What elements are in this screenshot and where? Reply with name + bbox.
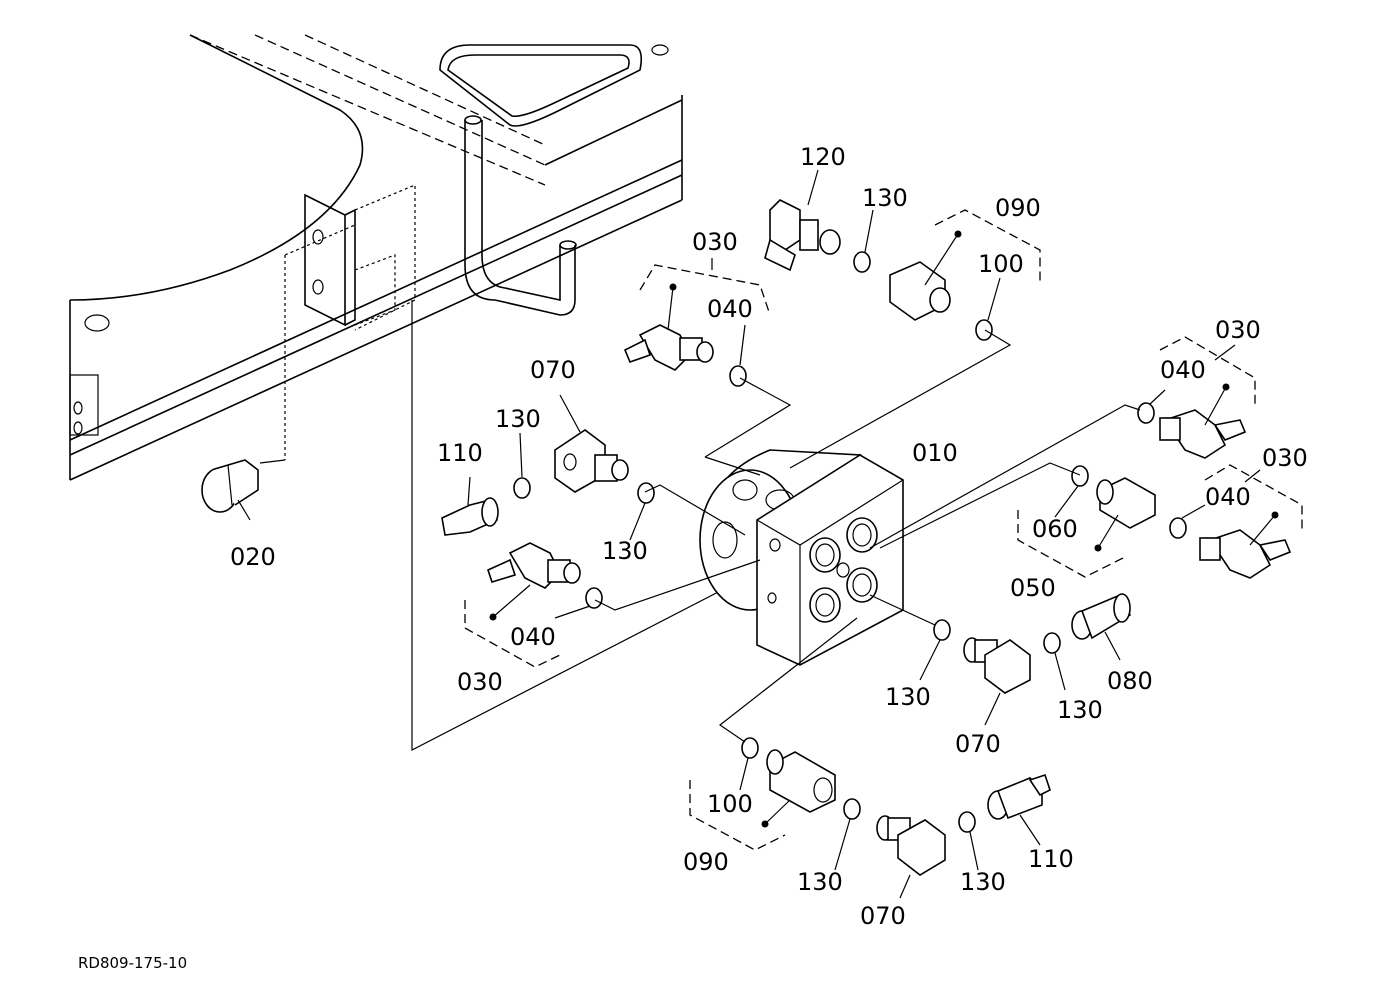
- part-labels: 120 130 090 100 030 040 070 130 110 130 …: [230, 143, 1308, 930]
- label-030-r1: 030: [1215, 316, 1261, 344]
- label-070-r: 070: [955, 730, 1001, 758]
- fitting-110-bot: [987, 773, 1051, 846]
- oring-130-bot2: [958, 811, 976, 833]
- oring-130-top: [853, 251, 871, 273]
- block-070-right: [963, 637, 1031, 726]
- elbow-030-r2: [1199, 464, 1303, 579]
- label-030-r2: 030: [1262, 444, 1308, 472]
- oring-040-top: [729, 365, 747, 387]
- label-130-left: 130: [495, 405, 541, 433]
- oring-130-r: [933, 619, 951, 641]
- label-130-mid: 130: [602, 537, 648, 565]
- label-130-bot1: 130: [797, 868, 843, 896]
- label-130-top: 130: [862, 184, 908, 212]
- oring-130-bot1: [843, 798, 861, 820]
- label-130-bot2: 130: [960, 868, 1006, 896]
- label-100-bot: 100: [707, 790, 753, 818]
- label-050: 050: [1010, 574, 1056, 602]
- plug-080: [1071, 593, 1132, 661]
- label-040-left: 040: [510, 623, 556, 651]
- label-110-left: 110: [437, 439, 483, 467]
- block-070-bot: [876, 815, 946, 899]
- chassis-frame: [69, 34, 683, 481]
- valve-block-010: [699, 449, 904, 666]
- oring-130-left: [513, 477, 531, 499]
- leader-line: [411, 300, 758, 751]
- label-030-left: 030: [457, 668, 503, 696]
- label-100-top: 100: [978, 250, 1024, 278]
- label-130-r2: 130: [1057, 696, 1103, 724]
- label-110-bot: 110: [1028, 845, 1074, 873]
- elbow-030-r1: [1159, 336, 1256, 459]
- oring-040-left: [585, 587, 603, 609]
- label-030-top: 030: [692, 228, 738, 256]
- block-070-left: [554, 394, 629, 493]
- oring-100-top: [975, 319, 993, 341]
- label-130-r: 130: [885, 683, 931, 711]
- diagram-code: RD809-175-10: [78, 954, 187, 972]
- label-040-r1: 040: [1160, 356, 1206, 384]
- adapter-090-top: [889, 209, 1041, 321]
- plug-020: [201, 459, 286, 521]
- label-070-left: 070: [530, 356, 576, 384]
- block-leader-lines: [594, 329, 1141, 743]
- adapter-050: [1017, 477, 1156, 578]
- switch-120: [764, 169, 841, 272]
- oring-060: [1071, 465, 1089, 487]
- oring-130-mid: [637, 482, 655, 504]
- label-070-bot: 070: [860, 902, 906, 930]
- oring-130-r2: [1043, 632, 1061, 654]
- oring-100-bot: [741, 737, 759, 759]
- adapter-090-bot: [689, 749, 836, 851]
- label-060: 060: [1032, 515, 1078, 543]
- label-090-top: 090: [995, 194, 1041, 222]
- oring-040-r1: [1137, 402, 1155, 424]
- label-010: 010: [912, 439, 958, 467]
- label-020: 020: [230, 543, 276, 571]
- label-120: 120: [800, 143, 846, 171]
- elbow-030-left: [464, 542, 581, 668]
- oring-040-r2: [1169, 517, 1187, 539]
- label-090-bot: 090: [683, 848, 729, 876]
- label-040-top: 040: [707, 295, 753, 323]
- label-040-r2: 040: [1205, 483, 1251, 511]
- fitting-110-left: [441, 476, 499, 536]
- label-080: 080: [1107, 667, 1153, 695]
- elbow-030-top: [623, 258, 771, 371]
